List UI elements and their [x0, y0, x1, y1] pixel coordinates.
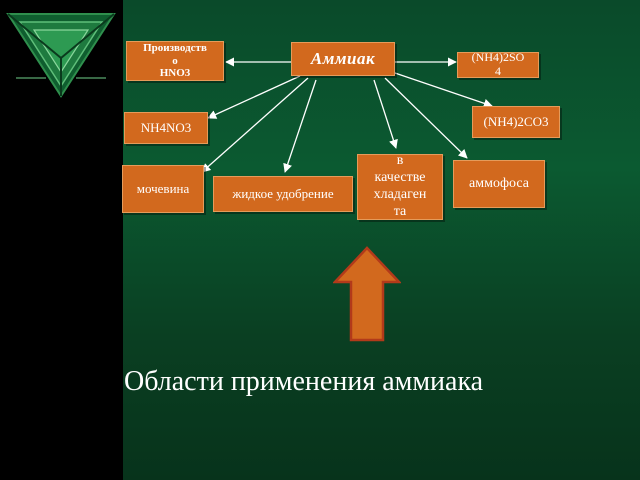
arrow-to-nh4-2co3: [391, 71, 493, 108]
arrow-to-ammophos: [384, 77, 468, 159]
arrow-to-nh4no3: [207, 75, 301, 119]
slide-caption: Области применения аммиака: [124, 366, 484, 397]
ammonia-node: Аммиак: [291, 42, 395, 76]
ammonia-label: Аммиак: [310, 49, 376, 69]
liquid-fertilizer-node: жидкое удобрение: [213, 176, 353, 212]
hno3-label-line3: HNO3: [159, 67, 191, 80]
arrow-to-liquid-fertilizer: [283, 79, 317, 173]
nh4no3-node: NH4NO3: [124, 112, 208, 144]
up-arrow-icon: [333, 246, 401, 342]
hno3-production-node: Производств о HNO3: [126, 41, 224, 81]
hno3-label-line1: Производств: [143, 42, 207, 55]
nh4-2so4-line2: 4: [495, 64, 501, 78]
liquid-fertilizer-label: жидкое удобрение: [232, 185, 334, 201]
refrigerant-node: в качестве хладаген та: [357, 153, 443, 220]
hno3-label-line2: о: [172, 54, 178, 67]
refrigerant-line3: хладаген: [373, 187, 427, 202]
urea-label: мочевина: [136, 180, 190, 196]
refrigerant-line1: в: [396, 153, 404, 169]
nh4-2co3-node: (NH4)2CO3: [472, 106, 560, 138]
arrow-to-refrigerant: [373, 79, 398, 149]
pyramid-logo-icon: [6, 13, 116, 98]
nh4-2co3-label: (NH4)2CO3: [483, 113, 549, 129]
nh4no3-label: NH4NO3: [140, 119, 192, 135]
nh4-2so4-node: (NH4)2SO 4: [457, 50, 539, 78]
refrigerant-line4: та: [393, 203, 407, 219]
urea-node: мочевина: [122, 165, 204, 213]
nh4-2so4-line1: (NH4)2SO: [471, 50, 525, 65]
refrigerant-line2: качестве: [374, 170, 426, 186]
ammophos-label: аммофоса: [469, 175, 529, 191]
ammophos-node: аммофоса: [453, 160, 545, 208]
arrow-to-urea: [201, 77, 309, 173]
